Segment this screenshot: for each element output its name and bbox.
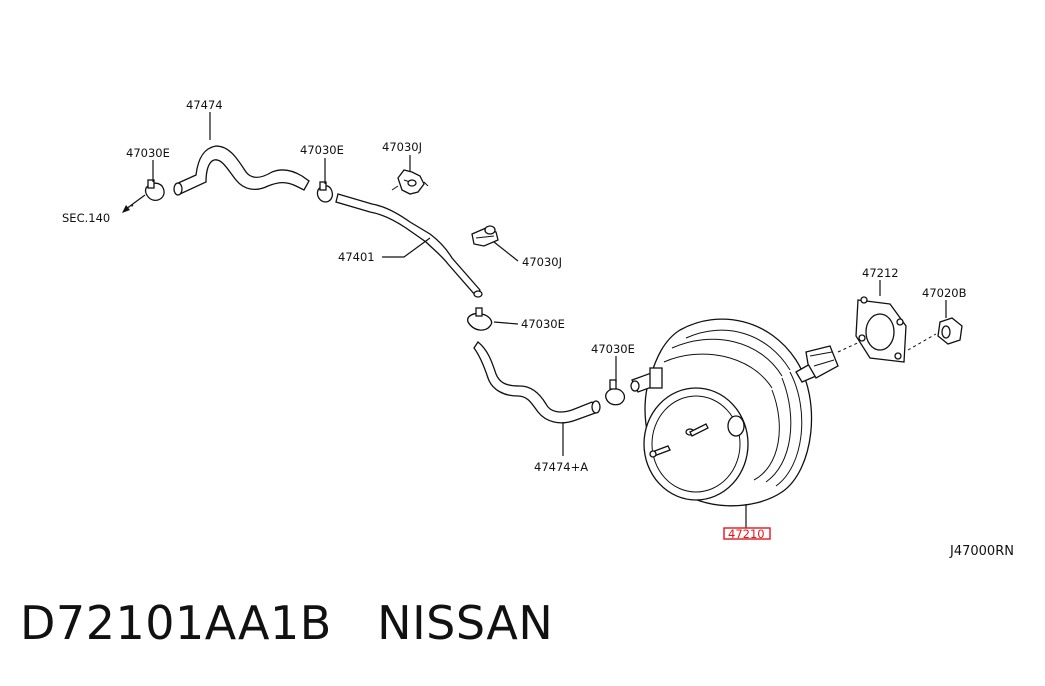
callout-47030j-mid: 47030J	[522, 255, 562, 269]
hose-clamp-left[interactable]	[144, 179, 165, 201]
gasket[interactable]	[855, 296, 907, 363]
callout-47474: 47474	[186, 98, 223, 112]
hose-clamp-lower[interactable]	[467, 307, 493, 331]
check-valve-port	[630, 367, 663, 393]
connector-top[interactable]	[391, 169, 429, 195]
leader-lines	[152, 112, 947, 528]
vacuum-tube[interactable]	[335, 193, 483, 298]
part-number: D72101AA1B	[20, 596, 332, 650]
drawing-code: J47000RN	[949, 544, 1014, 559]
callout-47030e-lower: 47030E	[521, 317, 565, 331]
callout-highlight-box	[723, 527, 771, 540]
callout-47210[interactable]: 47210	[728, 527, 765, 541]
hose-clamp-booster[interactable]	[605, 379, 626, 406]
vacuum-hose-upper[interactable]	[173, 145, 310, 196]
center-stud	[685, 423, 709, 437]
callout-47212: 47212	[862, 266, 899, 280]
callout-47020b: 47020B	[922, 286, 967, 300]
part-caption: D72101AA1B NISSAN	[20, 596, 553, 650]
mount-stud	[649, 445, 671, 458]
callout-47030e-left: 47030E	[126, 146, 170, 160]
sec-arrow	[122, 194, 146, 213]
nut[interactable]	[907, 317, 963, 351]
brand-name: NISSAN	[377, 596, 554, 650]
brake-booster[interactable]	[630, 318, 865, 507]
connector-mid[interactable]	[471, 225, 499, 247]
parts-diagram: 47474 47030E 47030E 47030J SEC.140 47401…	[62, 98, 1014, 559]
push-rod	[795, 339, 865, 383]
hose-clamp-mid[interactable]	[316, 181, 333, 203]
callout-47401: 47401	[338, 250, 375, 264]
vacuum-hose-lower[interactable]	[473, 341, 601, 424]
callout-47030j-top: 47030J	[382, 140, 422, 154]
callout-47030e-mid: 47030E	[300, 143, 344, 157]
callout-47030e-booster: 47030E	[591, 342, 635, 356]
callout-sec-140[interactable]: SEC.140	[62, 211, 110, 225]
callout-47474-a: 47474+A	[534, 460, 588, 474]
